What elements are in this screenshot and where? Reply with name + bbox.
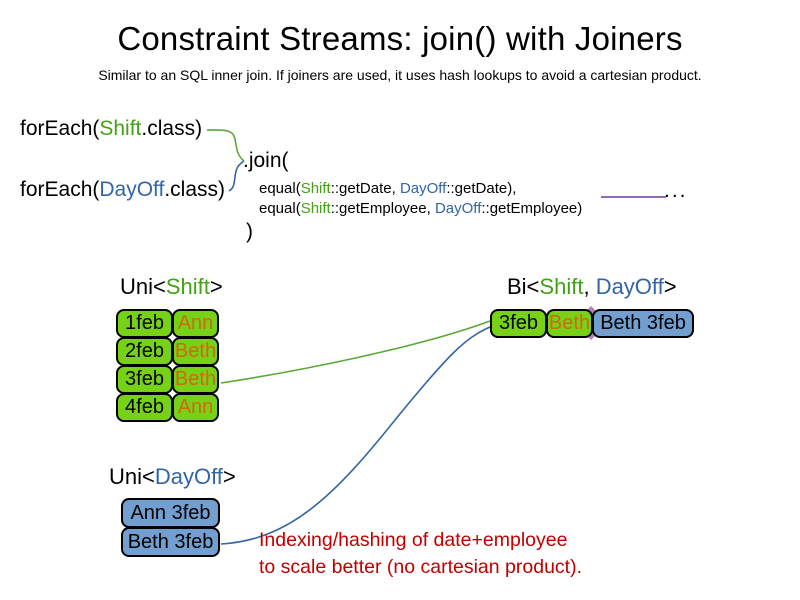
- shift-date-cell: 4feb: [116, 393, 173, 422]
- brace-lower-blue-line: [228, 160, 245, 192]
- dayoff-to-bi-blue-curve: [220, 326, 491, 545]
- code-text: equal(: [259, 180, 301, 197]
- dayoff-cell: Beth 3feb: [121, 527, 220, 557]
- code-text: ::getEmployee): [481, 200, 583, 217]
- indexing-note-line1: Indexing/hashing of date+employee: [259, 529, 568, 551]
- shift-class-token: Shift: [165, 274, 210, 299]
- code-text: equal(: [259, 200, 301, 217]
- code-text: .class): [141, 117, 203, 140]
- label-text: Uni<: [109, 464, 155, 489]
- bi-shift-employee-cell: Beth: [546, 309, 593, 338]
- shift-employee-cell: Beth: [172, 337, 219, 366]
- dayoff-class-token: DayOff: [99, 178, 165, 201]
- code-joiner-employee: equal(Shift::getEmployee, DayOff::getEmp…: [259, 200, 582, 217]
- dayoff-class-token: DayOff: [154, 464, 223, 489]
- label-text: Bi<: [507, 274, 540, 299]
- bi-dayoff-cell: Beth 3feb: [592, 309, 694, 338]
- shift-employee-cell: Ann: [172, 393, 219, 422]
- dayoff-class-token: DayOff: [595, 274, 664, 299]
- uni-dayoff-label: Uni<DayOff>: [109, 464, 236, 490]
- indexing-note-line2: to scale better (no cartesian product).: [259, 556, 582, 578]
- shift-date-cell: 2feb: [116, 337, 173, 366]
- shift-date-cell: 3feb: [116, 365, 173, 394]
- code-text: .class): [164, 178, 226, 201]
- page-subtitle: Similar to an SQL inner join. If joiners…: [98, 67, 702, 83]
- uni-dayoff-table: Ann 3feb Beth 3feb: [121, 498, 220, 557]
- more-joiners-ellipsis: ...: [664, 179, 688, 202]
- shift-class-token: Shift: [300, 180, 331, 197]
- shift-employee-cell: Beth: [172, 365, 219, 394]
- brace-upper-green-line: [206, 129, 245, 162]
- code-join-open: .join(: [243, 149, 289, 172]
- bi-shift-dayoff-label: Bi<Shift, DayOff>: [507, 274, 677, 300]
- uni-shift-table: 1feb Ann 2feb Beth 3feb Beth 4feb Ann: [116, 309, 219, 422]
- code-text: ::getDate),: [446, 180, 517, 197]
- shift-class-token: Shift: [300, 200, 331, 217]
- shift-class-token: Shift: [99, 117, 142, 140]
- code-foreach-shift: forEach(Shift.class): [20, 117, 202, 141]
- dayoff-cell: Ann 3feb: [121, 498, 220, 528]
- dayoff-class-token: DayOff: [399, 180, 447, 197]
- bi-tuple-row: 3feb Beth Beth 3feb: [490, 309, 694, 338]
- code-text: ::getEmployee,: [330, 200, 435, 217]
- shift-date-cell: 1feb: [116, 309, 173, 338]
- label-text: ,: [583, 274, 596, 299]
- shift-to-bi-green-curve: [220, 320, 491, 384]
- shift-employee-cell: Ann: [172, 309, 219, 338]
- table-row: 4feb Ann: [116, 393, 219, 422]
- code-joiner-date: equal(Shift::getDate, DayOff::getDate),: [259, 180, 516, 197]
- code-text: forEach(: [20, 178, 100, 201]
- label-text: >: [663, 274, 677, 299]
- table-row: 1feb Ann: [116, 309, 219, 338]
- page-title: Constraint Streams: join() with Joiners: [117, 20, 683, 57]
- label-text: >: [222, 464, 236, 489]
- label-text: >: [209, 274, 223, 299]
- code-join-close: ): [246, 220, 253, 243]
- uni-shift-label: Uni<Shift>: [120, 274, 223, 300]
- table-row: 3feb Beth: [116, 365, 219, 394]
- label-text: Uni<: [120, 274, 166, 299]
- table-row: 2feb Beth: [116, 337, 219, 366]
- code-text: forEach(: [20, 117, 100, 140]
- shift-class-token: Shift: [539, 274, 584, 299]
- dayoff-class-token: DayOff: [434, 200, 482, 217]
- bi-shift-date-cell: 3feb: [490, 309, 547, 338]
- indexing-note: Indexing/hashing of date+employee to sca…: [259, 527, 582, 581]
- code-foreach-dayoff: forEach(DayOff.class): [20, 178, 225, 202]
- code-text: ::getDate,: [330, 180, 400, 197]
